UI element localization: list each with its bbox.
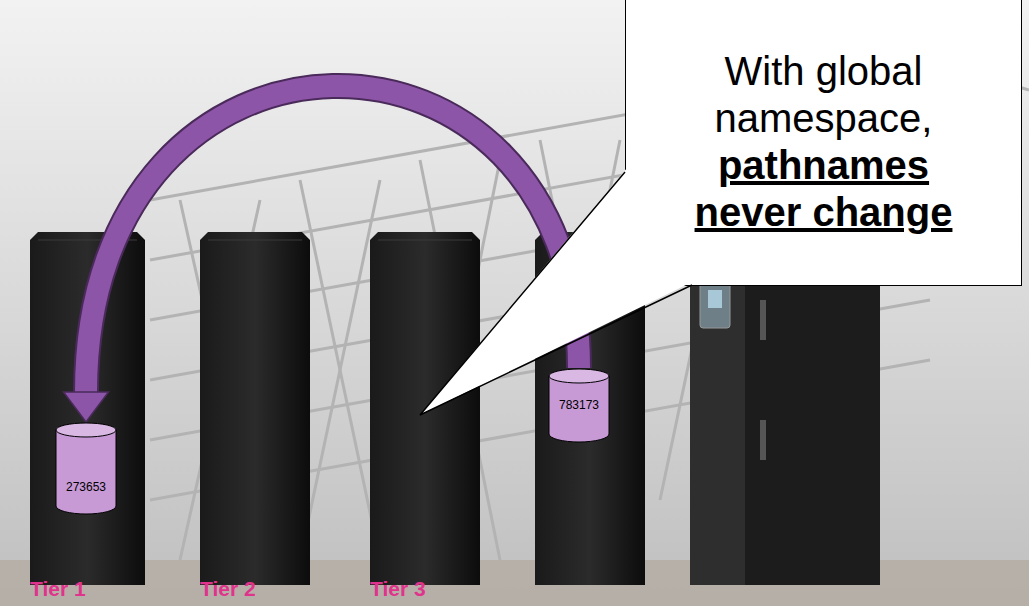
cylinder-body	[549, 376, 609, 442]
callout-pointer-fill	[420, 168, 690, 415]
arrow-outline	[86, 86, 579, 392]
storage-volume: 273653	[55, 422, 117, 514]
storage-racks	[30, 232, 645, 585]
tier-label: Tier 3	[370, 577, 426, 601]
callout-pointer-outline	[420, 172, 692, 415]
callout-box: With global namespace,pathnames never ch…	[625, 0, 1022, 286]
migration-arrow	[64, 86, 580, 422]
tape-library	[690, 262, 880, 585]
arrow-head	[64, 392, 109, 422]
arrow-body	[86, 86, 579, 392]
cylinder-body	[56, 430, 116, 514]
volume-id: 273653	[55, 480, 117, 494]
storage-rack	[200, 232, 310, 585]
callout-emphasis: pathnames never change	[674, 142, 974, 236]
cylinder-shape	[55, 422, 117, 514]
volume-id: 783173	[548, 398, 610, 412]
storage-volume: 783173	[548, 368, 610, 442]
tier-label: Tier 1	[30, 577, 86, 601]
tier-label: Tier 2	[200, 577, 256, 601]
cylinder-top	[549, 369, 609, 383]
cylinder-top	[56, 423, 116, 437]
storage-rack	[370, 232, 480, 585]
callout-text: With global namespace,	[674, 48, 974, 142]
